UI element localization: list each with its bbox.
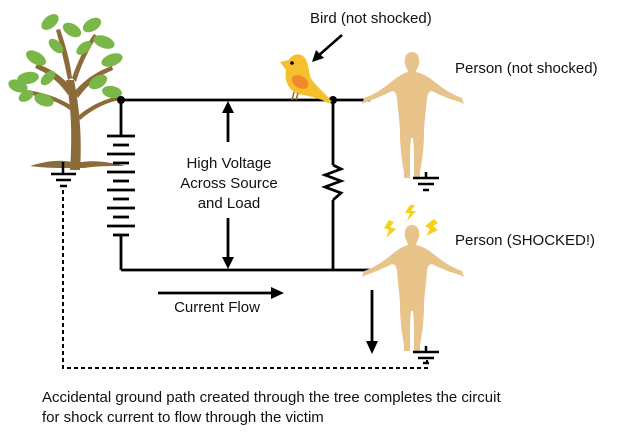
shock-current-arrow xyxy=(366,290,378,354)
lightning-bolt-icon xyxy=(384,205,438,238)
ground-symbol-icon xyxy=(413,172,439,192)
voltage-label-line3: and Load xyxy=(198,195,261,212)
ground-symbol-icon xyxy=(51,162,76,188)
current-flow-arrow xyxy=(158,287,284,299)
bird-pointer-arrow xyxy=(312,34,343,62)
caption-line-1: Accidental ground path created through t… xyxy=(42,389,501,406)
caption-line-2: for shock current to flow through the vi… xyxy=(42,409,324,426)
person-icon xyxy=(362,225,464,351)
voltage-arrow-down xyxy=(222,218,234,269)
bird-icon xyxy=(280,54,332,103)
tree-icon xyxy=(8,14,125,170)
caption: Accidental ground path created through t… xyxy=(42,388,501,428)
voltage-label-line1: High Voltage xyxy=(186,155,271,172)
person-shocked-label: Person (SHOCKED!) xyxy=(455,232,595,249)
person-icon xyxy=(362,52,464,178)
resistor-icon xyxy=(321,163,345,202)
ground-symbol-icon xyxy=(413,346,439,365)
current-flow-label: Current Flow xyxy=(174,299,260,316)
voltage-label-line2: Across Source xyxy=(180,175,278,192)
person-safe-label: Person (not shocked) xyxy=(455,60,598,77)
voltage-arrow-up xyxy=(222,101,234,142)
junction-dot xyxy=(117,96,125,104)
battery-icon xyxy=(107,134,135,237)
bird-label: Bird (not shocked) xyxy=(310,10,432,27)
